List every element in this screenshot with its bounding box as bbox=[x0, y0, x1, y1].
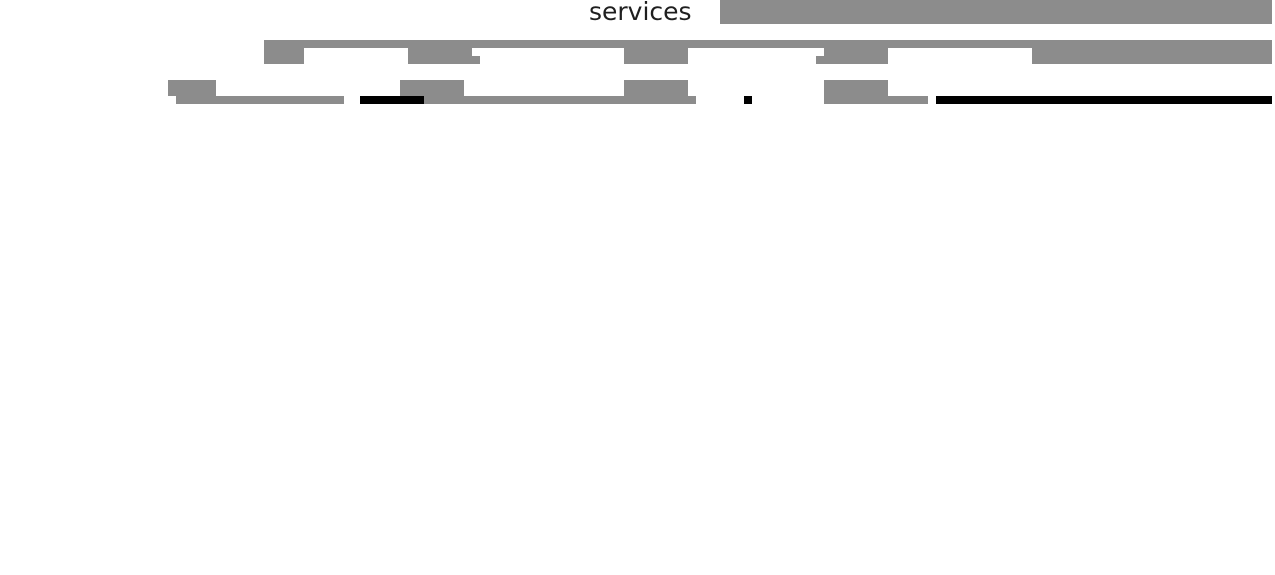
row2-placeholder-b bbox=[400, 80, 464, 96]
row2-placeholder-d-bar bbox=[824, 96, 928, 104]
row1-placeholder-b-tail bbox=[472, 56, 480, 64]
row2-placeholder-a-bar bbox=[176, 96, 344, 104]
row1-placeholder-c bbox=[624, 40, 688, 64]
row1-placeholder-a bbox=[264, 40, 304, 64]
row1-placeholder-d-tail bbox=[816, 56, 824, 64]
row1-placeholder-b bbox=[408, 40, 472, 64]
row2-dark-rule-c bbox=[936, 96, 1272, 104]
row2-placeholder-a bbox=[168, 80, 216, 96]
section-title: services bbox=[589, 0, 692, 26]
row2-placeholder-b-bar bbox=[424, 96, 696, 104]
row2-placeholder-d bbox=[824, 80, 888, 96]
row2-placeholder-c bbox=[624, 80, 688, 96]
header-placeholder-bar bbox=[720, 0, 1272, 24]
row2-dark-rule-b bbox=[744, 96, 752, 104]
row1-placeholder-e bbox=[1032, 40, 1272, 64]
row1-placeholder-d bbox=[824, 40, 888, 64]
row1-top-rule bbox=[264, 40, 1272, 48]
row2-dark-rule-a bbox=[360, 96, 424, 104]
